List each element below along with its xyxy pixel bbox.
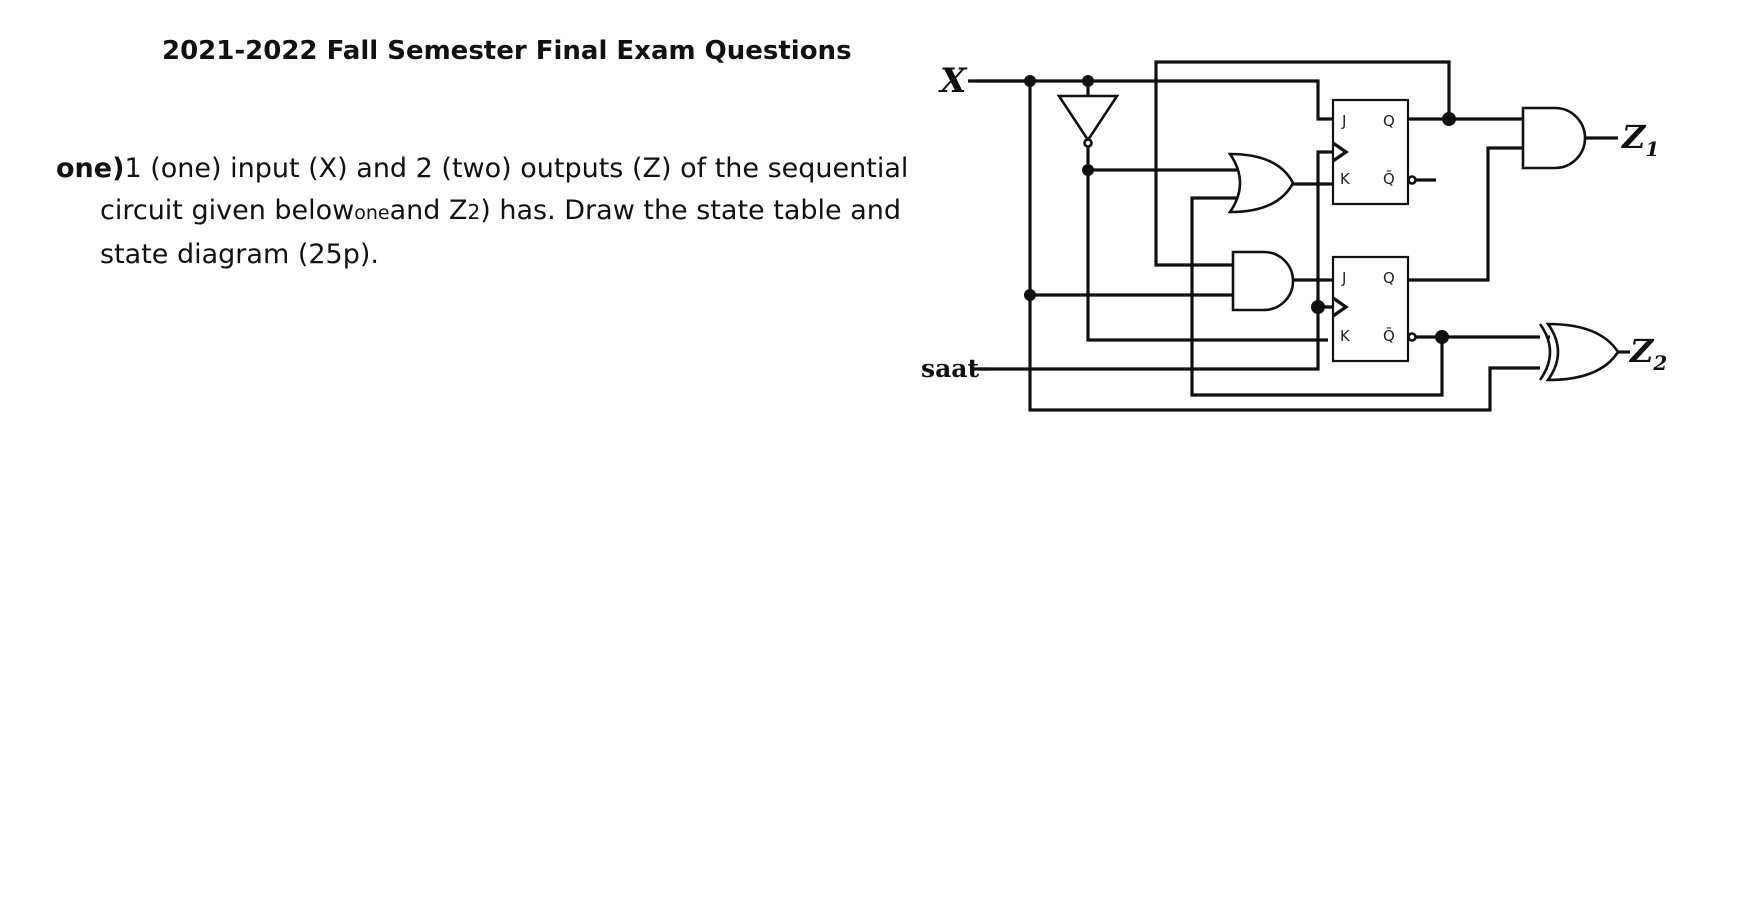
jk-flipflop-2: J Q K Q̄ (1331, 255, 1417, 363)
output-z2-label: Z2 (1628, 332, 1667, 375)
ff1-q-label: Q (1383, 112, 1395, 130)
xor-gate-z2 (1538, 322, 1630, 382)
output-z1-subscript: 1 (1645, 137, 1659, 161)
output-z2-subscript: 2 (1652, 351, 1667, 375)
question-subscript-two: 2 (467, 200, 481, 224)
output-z1-label: Z1 (1620, 118, 1659, 161)
clock-label: saat (921, 354, 979, 383)
circuit-wires (975, 60, 1550, 412)
question-1: one)1 (one) input (X) and 2 (two) output… (56, 148, 930, 276)
ff2-k-label: K (1340, 327, 1351, 345)
output-z2-letter: Z (1628, 332, 1655, 370)
question-text-part3: ) has. Draw the state table and state di… (100, 195, 901, 270)
ff2-qbar-label: Q̄ (1383, 326, 1395, 345)
ff1-qbar-label: Q̄ (1383, 169, 1395, 188)
output-z1-letter: Z (1620, 118, 1647, 156)
and-gate (1231, 250, 1295, 312)
ff1-j-label: J (1341, 112, 1346, 130)
or-gate (1227, 152, 1295, 214)
input-x-label: X (938, 61, 968, 101)
question-text-part2: and Z (389, 195, 468, 226)
ff2-q-label: Q (1383, 269, 1395, 287)
and-gate-z1 (1521, 106, 1618, 170)
ff1-k-label: K (1340, 170, 1351, 188)
question-text-part1: 1 (one) input (X) and 2 (two) outputs (Z… (100, 153, 909, 226)
page-title: 2021-2022 Fall Semester Final Exam Quest… (162, 36, 852, 66)
not-gate (1056, 94, 1120, 148)
ff2-j-label: J (1341, 269, 1346, 287)
jk-flipflop-1: J Q K Q̄ (1331, 98, 1436, 206)
question-small-one: one (354, 202, 390, 224)
question-number: one) (56, 153, 125, 184)
